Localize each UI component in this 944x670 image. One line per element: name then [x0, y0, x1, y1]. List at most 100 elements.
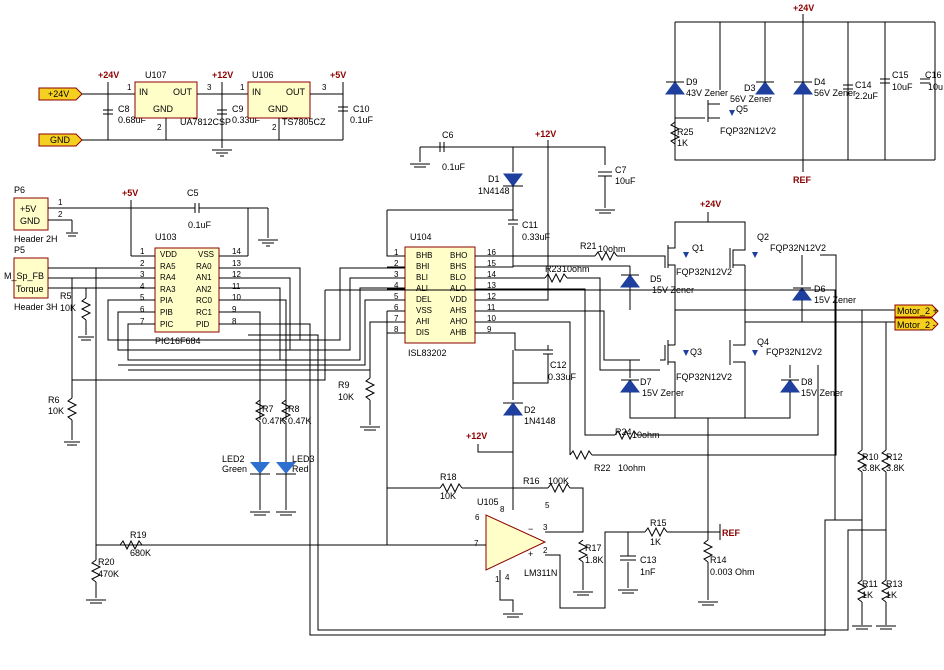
C10-ref: C10	[353, 104, 370, 114]
R25-ref: R25	[677, 127, 694, 137]
mcu-num-14: 14	[232, 247, 241, 256]
C7-value: 10uF	[615, 176, 636, 186]
LED2-color: Green	[222, 464, 247, 474]
drv-num-6: 6	[394, 303, 399, 312]
drv-pin-AHS: AHS	[450, 306, 466, 315]
mcu-U103: U103 VDD RA5 RA4 RA3 PIA PIB PIC VSS RA0…	[131, 208, 249, 346]
regulator-U106	[247, 81, 311, 119]
mcu-num-3: 3	[140, 270, 145, 279]
ref-label-b: REF	[793, 175, 812, 185]
cap-C5: C5 0.1uF +5V	[122, 188, 278, 256]
mcu-num-4: 4	[140, 282, 145, 291]
h-bridge: +24V Q1 FQP32N12V2 Q2 FQP32N12V2 Q3 FQP3…	[620, 199, 939, 540]
drv-pin-DIS: DIS	[416, 328, 429, 337]
rail-5v-b: +5V	[122, 188, 138, 198]
U106-in: IN	[252, 87, 261, 97]
R17-value: 1.8K	[585, 555, 604, 565]
R23-value: 10ohm	[562, 264, 590, 274]
D8-icon	[780, 379, 800, 393]
U105-part: LM311N	[524, 568, 557, 578]
D4-icon	[793, 81, 813, 95]
Q3-part: FQP32N12V2	[676, 372, 732, 382]
voltage-sense: R10 3.8K R12 3.8K R11 1K R13 1K	[248, 289, 905, 631]
drv-pin-BHO: BHO	[450, 251, 467, 260]
D4-ref: D4	[814, 77, 826, 87]
driver-right-pin-labels: BHO BHS BLO ALO VDD AHS AHO AHB	[450, 251, 467, 337]
Q3-diode-icon	[683, 350, 689, 356]
drv-num-9: 9	[487, 325, 492, 334]
U105-pin7: 7	[474, 539, 479, 548]
R21-ref: R21	[580, 241, 597, 251]
driver-body	[404, 246, 476, 344]
mcu-num-2: 2	[140, 259, 145, 268]
C7-ref: C7	[615, 165, 627, 175]
power-input-section: +24V GND +24V C8 0.68uF U107 IN OUT GND …	[38, 70, 374, 157]
drv-pin-BHI: BHI	[416, 262, 429, 271]
U107-gnd: GND	[153, 104, 174, 114]
R23-ref: R23	[545, 264, 562, 274]
U103-ref: U103	[155, 232, 177, 242]
R15-ref: R15	[650, 518, 667, 528]
mcu-num-12: 12	[232, 270, 241, 279]
drv-pin-ALI: ALI	[416, 284, 428, 293]
U107-pin1: 1	[127, 83, 132, 92]
D5-icon	[620, 274, 640, 288]
P6-n1: 1	[58, 198, 63, 207]
C12-ref: C12	[550, 360, 567, 370]
rail-24v-b: +24V	[700, 199, 721, 209]
R13-ref: R13	[886, 579, 903, 589]
U104-ref: U104	[410, 232, 432, 242]
C13-ref: C13	[640, 555, 657, 565]
D1-ref: D1	[488, 174, 500, 184]
R14-value: 0.003 Ohm	[710, 567, 755, 577]
R11-ref: R11	[862, 579, 878, 589]
drv-num-16: 16	[487, 248, 496, 257]
drv-num-11: 11	[487, 303, 496, 312]
U106-part: TS7805CZ	[282, 117, 326, 127]
motor-minus-port	[894, 317, 939, 331]
drv-num-15: 15	[487, 259, 496, 268]
U105-ref: U105	[477, 497, 499, 507]
U105-pin1: 1	[495, 575, 500, 584]
mcu-pin-numbers: 1 2 3 4 5 6 7 14 13 12 11 10 9 8	[140, 247, 241, 326]
D7-icon	[620, 379, 640, 393]
mcu-num-7: 7	[140, 317, 145, 326]
mcu-pin-RC1: RC1	[196, 308, 213, 317]
C14-ref: C14	[855, 80, 872, 90]
driver-U104: U104 BHB BHI BLI ALI DEL VSS AHI DIS BHO…	[338, 232, 500, 431]
mcu-pin-AN1: AN1	[196, 273, 212, 282]
D6-ref: D6	[814, 284, 826, 294]
C5-ref: C5	[187, 188, 199, 198]
LED2-ref: LED2	[222, 454, 245, 464]
LED3-ref: LED3	[292, 454, 315, 464]
drv-num-5: 5	[394, 292, 399, 301]
R8-value: 0.47K	[288, 416, 312, 426]
Q5-diode-icon	[729, 110, 735, 116]
drv-pin-AHO: AHO	[450, 317, 467, 326]
drv-num-10: 10	[487, 314, 496, 323]
R9-ref: R9	[338, 380, 350, 390]
R11-value: 1K	[862, 590, 873, 600]
mcu-pin-PIC: PIC	[160, 320, 174, 329]
R22-ref: R22	[594, 463, 611, 473]
Q3-ref: Q3	[690, 347, 702, 357]
mcu-num-1: 1	[140, 247, 145, 256]
U107-pin3: 3	[207, 83, 212, 92]
D2-value: 1N4148	[524, 416, 556, 426]
rail-5v-a: +5V	[330, 70, 346, 80]
R5-value: 10K	[60, 303, 76, 313]
U105-pin6: 6	[475, 513, 480, 522]
drv-num-13: 13	[487, 281, 496, 290]
gnd-port	[38, 133, 83, 147]
mcu-pin-PIB: PIB	[160, 308, 173, 317]
driver-left-pin-labels: BHB BHI BLI ALI DEL VSS AHI DIS	[416, 251, 432, 337]
mcu-pin-VSS: VSS	[198, 250, 214, 259]
mosfet-Q2: Q2 FQP32N12V2	[729, 232, 826, 280]
P6-ref: P6	[14, 185, 25, 195]
headers-section: P6 +5V GND Header 2H 1 2 P5 M_Sp_FB Torq…	[4, 185, 195, 312]
R15-value: 1K	[650, 537, 661, 547]
Q1-ref: Q1	[692, 243, 704, 253]
ground-icon	[212, 149, 232, 157]
D9-icon	[665, 81, 685, 95]
C6-ref: C6	[442, 130, 454, 140]
